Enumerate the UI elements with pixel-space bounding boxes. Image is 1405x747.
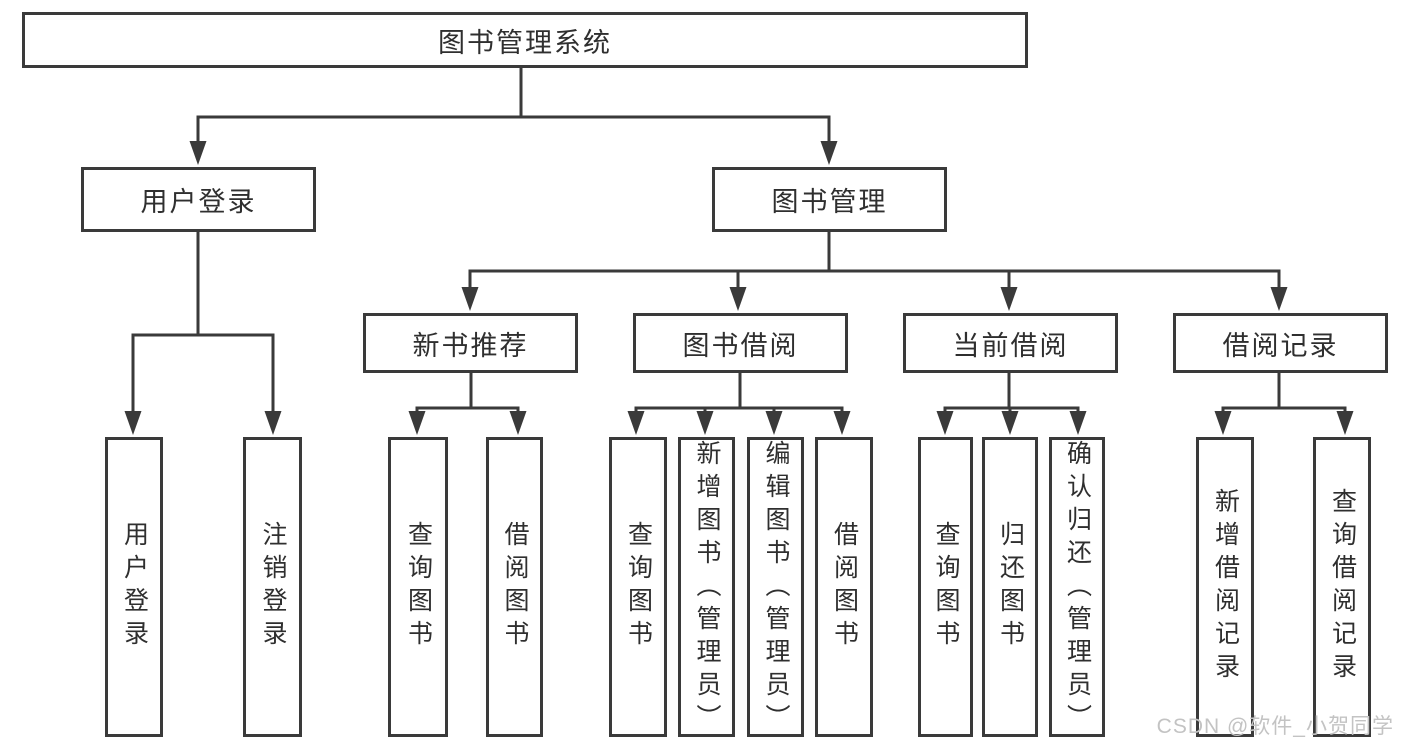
leaf-edit-books-admin: 编辑图书（管理员）	[747, 437, 804, 737]
node-current-borrow: 当前借阅	[903, 313, 1118, 373]
leaf-query-books-borrow: 查询图书	[609, 437, 667, 737]
leaf-borrow-books: 借阅图书	[815, 437, 873, 737]
node-book-borrow: 图书借阅	[633, 313, 848, 373]
leaf-user-login: 用户登录	[105, 437, 163, 737]
leaf-query-books-current: 查询图书	[918, 437, 973, 737]
leaf-borrow-books-recommend: 借阅图书	[486, 437, 543, 737]
leaf-confirm-return-admin: 确认归还（管理员）	[1049, 437, 1105, 737]
leaf-return-books: 归还图书	[982, 437, 1038, 737]
node-library-management-system: 图书管理系统	[22, 12, 1028, 68]
arrowheads	[124, 141, 1354, 435]
csdn-watermark: CSDN @软件_小贺同学	[1156, 715, 1394, 738]
node-book-management: 图书管理	[712, 167, 947, 232]
leaf-add-books-admin: 新增图书（管理员）	[678, 437, 735, 737]
leaf-add-borrow-record: 新增借阅记录	[1196, 437, 1254, 737]
leaf-query-books-recommend: 查询图书	[388, 437, 448, 737]
node-new-book-recommend: 新书推荐	[363, 313, 578, 373]
node-borrow-records: 借阅记录	[1173, 313, 1388, 373]
leaf-query-borrow-record: 查询借阅记录	[1313, 437, 1371, 737]
node-user-login: 用户登录	[81, 167, 316, 232]
leaf-logout: 注销登录	[243, 437, 302, 737]
